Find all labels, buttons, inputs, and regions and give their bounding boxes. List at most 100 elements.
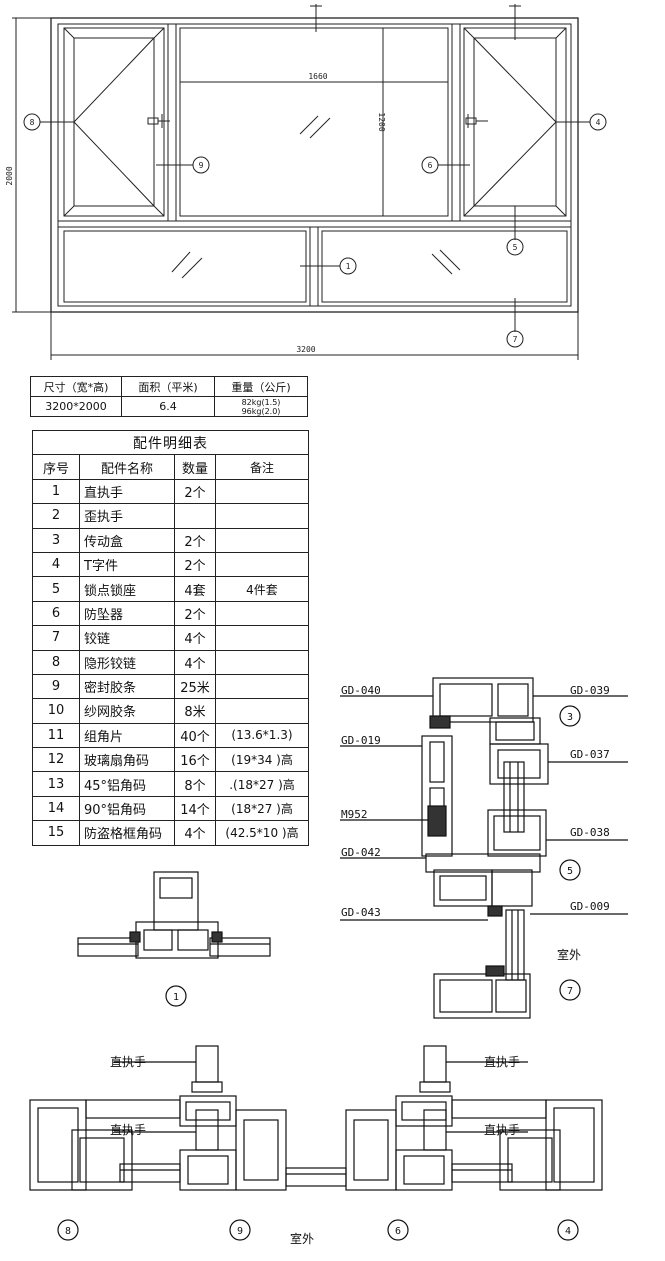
row-note: (19*34 )高: [215, 747, 309, 773]
row-name: 传动盒: [79, 527, 175, 553]
row-no: 2: [32, 503, 80, 529]
row-name: 组角片: [79, 722, 175, 749]
vertical-section-drawing: 3 5 7: [340, 677, 628, 1019]
row-no: 15: [32, 820, 80, 846]
horizontal-section-drawing: 8 9 6 4: [29, 1045, 603, 1241]
parts-header-no: 序号: [32, 454, 80, 480]
row-name: 45°铝角码: [79, 771, 175, 797]
parts-header-qty: 数量: [174, 454, 216, 480]
row-no: 6: [32, 600, 80, 627]
section-callout-3: 3: [567, 712, 573, 723]
callout-7: 7: [513, 335, 518, 344]
spec-weight: 82kg(1.5) 96kg(2.0): [214, 396, 308, 417]
row-qty: 4个: [174, 649, 216, 675]
label-gd039: GD-039: [570, 684, 610, 697]
row-qty: 14个: [174, 795, 216, 822]
bottom-callout-6: 6: [395, 1226, 401, 1237]
label-gd040: GD-040: [341, 684, 381, 697]
label-gd037: GD-037: [570, 748, 610, 761]
label-gd009: GD-009: [570, 900, 610, 913]
row-no: 11: [32, 722, 80, 749]
label-gd043: GD-043: [341, 906, 381, 919]
parts-table-title: 配件明细表: [32, 429, 309, 456]
parts-header-name: 配件名称: [79, 454, 175, 480]
bottom-callout-9: 9: [237, 1226, 243, 1237]
label-handle-left-1: 直执手: [110, 1055, 147, 1069]
spec-header-size: 尺寸（宽*高): [30, 376, 122, 397]
spec-area: 6.4: [121, 396, 215, 417]
window-elevation-drawing: 1660 1200 2000 3200 8 9 6 4 5 1 7: [5, 4, 607, 360]
row-note: [215, 698, 309, 724]
row-qty: [174, 503, 216, 529]
row-note: [215, 478, 309, 505]
row-qty: 40个: [174, 722, 216, 749]
row-note: (42.5*10 )高: [215, 820, 309, 846]
row-qty: 4个: [174, 625, 216, 651]
row-note: .(18*27 )高: [215, 771, 309, 797]
bottom-callout-4: 4: [565, 1226, 571, 1237]
row-qty: 2个: [174, 478, 216, 505]
bottom-callout-8: 8: [65, 1226, 71, 1237]
row-name: 防盗格框角码: [79, 820, 175, 846]
row-name: 纱网胶条: [79, 698, 175, 724]
label-m952: M952: [341, 808, 368, 821]
row-name: 防坠器: [79, 600, 175, 627]
parts-header-note: 备注: [215, 454, 309, 480]
row-no: 7: [32, 625, 80, 651]
row-qty: 2个: [174, 551, 216, 578]
row-note: (18*27 )高: [215, 795, 309, 822]
row-name: 玻璃扇角码: [79, 747, 175, 773]
label-gd042: GD-042: [341, 846, 381, 859]
transom-section-drawing: 1: [77, 871, 271, 1007]
row-qty: 4个: [174, 820, 216, 846]
row-qty: 25米: [174, 673, 216, 700]
callout-1: 1: [346, 262, 351, 271]
row-qty: 16个: [174, 747, 216, 773]
row-note: [215, 551, 309, 578]
row-note: [215, 527, 309, 553]
row-qty: 8米: [174, 698, 216, 724]
row-no: 12: [32, 747, 80, 773]
label-outdoor-right: 室外: [557, 948, 582, 962]
label-handle-right-1: 直执手: [484, 1055, 521, 1069]
row-no: 9: [32, 673, 80, 700]
row-note: [215, 649, 309, 675]
row-name: T字件: [79, 551, 175, 578]
label-handle-right-2: 直执手: [484, 1123, 521, 1137]
row-name: 歪执手: [79, 503, 175, 529]
row-note: [215, 673, 309, 700]
label-outdoor-bottom: 室外: [290, 1232, 315, 1246]
label-handle-left-2: 直执手: [110, 1123, 147, 1137]
row-no: 14: [32, 795, 80, 822]
spec-header-weight: 重量（公斤): [214, 376, 308, 397]
dim-width-top: 1660: [308, 72, 327, 81]
dim-total-height: 2000: [5, 166, 14, 185]
row-name: 隐形铰链: [79, 649, 175, 675]
row-no: 13: [32, 771, 80, 797]
row-qty: 2个: [174, 527, 216, 553]
spec-header-area: 面积（平米): [121, 376, 215, 397]
section-callout-7: 7: [567, 986, 573, 997]
spec-size: 3200*2000: [30, 396, 122, 417]
dim-total-width: 3200: [296, 345, 315, 354]
spec-weight-2: 96kg(2.0): [241, 406, 281, 416]
callout-9: 9: [199, 161, 204, 170]
row-name: 直执手: [79, 478, 175, 505]
callout-8: 8: [30, 118, 35, 127]
callout-5: 5: [513, 243, 518, 252]
spec-weight-1: 82kg(1.5): [241, 397, 281, 407]
label-gd019: GD-019: [341, 734, 381, 747]
row-note: (13.6*1.3): [215, 722, 309, 749]
label-gd038: GD-038: [570, 826, 610, 839]
row-name: 90°铝角码: [79, 795, 175, 822]
